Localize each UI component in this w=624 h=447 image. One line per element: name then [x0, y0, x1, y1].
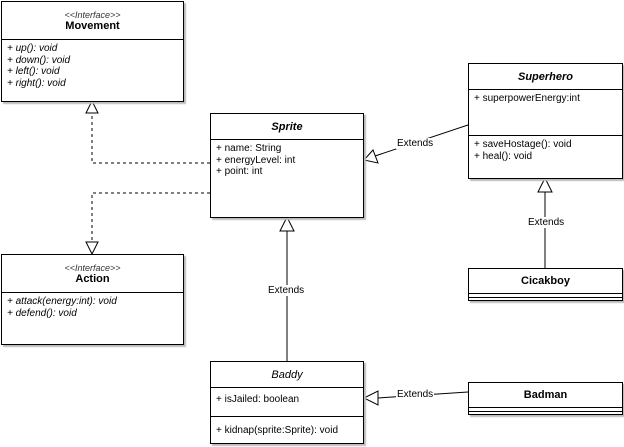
class-baddy[interactable]: Baddy + isJailed: boolean + kidnap(sprit… [210, 361, 364, 444]
empty-compartment [469, 408, 622, 412]
operation: + defend(): void [7, 307, 77, 319]
operation: + kidnap(sprite:Sprite): void [216, 425, 339, 436]
extends-label: Extends [267, 285, 306, 296]
class-name: Movement [65, 19, 120, 32]
extends-label: Extends [396, 138, 435, 149]
operation: + down(): void [7, 54, 71, 66]
stereotype: <<Interface>> [64, 262, 121, 273]
action-arrowhead-icon [85, 241, 99, 256]
class-name: Sprite [271, 120, 303, 133]
attribute: + energyLevel: int [216, 154, 296, 166]
class-sprite[interactable]: Sprite + name: String + energyLevel: int… [210, 113, 364, 218]
operation: + left(): void [7, 66, 60, 77]
attribute: + name: String [216, 143, 282, 154]
attribute: + isJailed: boolean [216, 394, 300, 405]
sprite-bottom-triangle-icon [279, 215, 295, 232]
class-cicakboy[interactable]: Cicakboy [468, 268, 623, 301]
realization-movement-line [91, 112, 210, 164]
class-badman[interactable]: Badman [468, 382, 623, 415]
operation: + saveHostage(): void [474, 139, 572, 150]
sprite-triangle-icon [363, 149, 379, 164]
operation: + up(): void [7, 43, 58, 54]
class-action[interactable]: <<Interface>> Action + attack(energy:int… [1, 254, 184, 345]
class-name: Action [75, 272, 110, 285]
empty-compartment [469, 294, 622, 298]
stereotype: <<Interface>> [64, 9, 121, 20]
operation: + heal(): void [474, 150, 533, 162]
class-name: Cicakboy [521, 275, 570, 287]
operation: + attack(energy:int): void [7, 296, 117, 307]
class-name: Baddy [271, 368, 303, 381]
baddy-triangle-icon [362, 390, 379, 406]
attribute: + superpowerEnergy:int [474, 93, 580, 104]
realization-action-line [91, 192, 210, 242]
class-movement[interactable]: <<Interface>> Movement + up(): void + do… [1, 1, 184, 102]
superhero-triangle-icon [537, 176, 553, 193]
extends-label: Extends [396, 389, 435, 400]
movement-arrowhead-icon [85, 99, 99, 114]
extends-label: Extends [527, 217, 566, 228]
attribute: + point: int [216, 166, 263, 177]
class-name: Superhero [517, 70, 573, 83]
class-superhero[interactable]: Superhero + superpowerEnergy:int + saveH… [468, 63, 623, 179]
operation: + right(): void [7, 77, 66, 89]
class-name: Badman [523, 389, 568, 401]
